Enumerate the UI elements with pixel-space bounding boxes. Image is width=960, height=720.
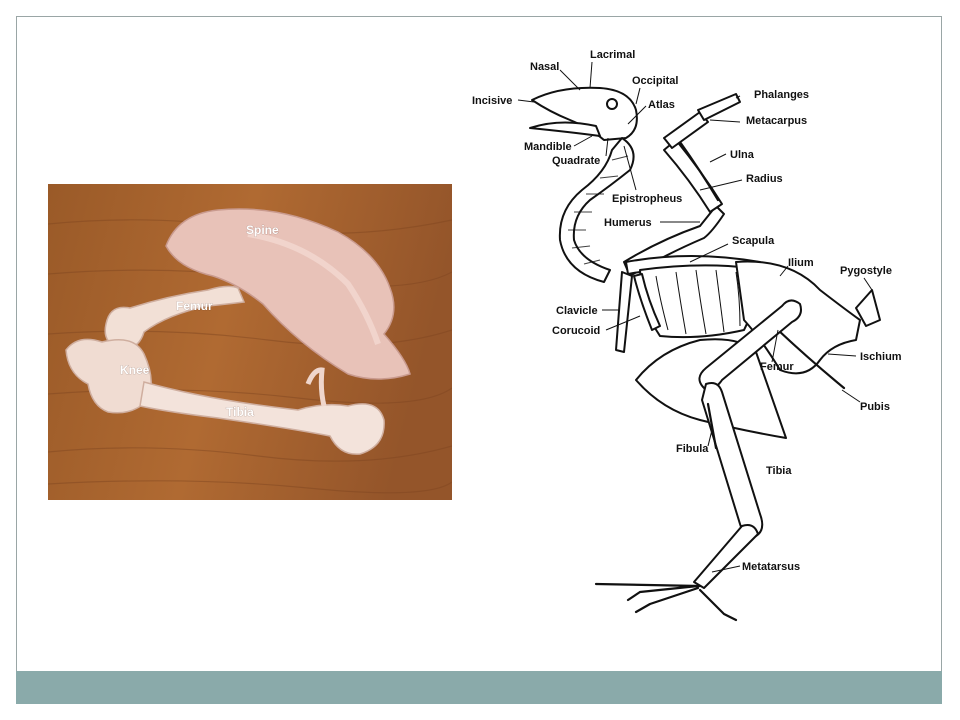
label-femur: Femur	[760, 361, 794, 373]
label-incisive: Incisive	[472, 95, 512, 107]
photo-label-femur: Femur	[176, 299, 213, 313]
metatarsus-bone	[693, 524, 759, 589]
femur-diagram-bone	[698, 299, 802, 390]
label-nasal: Nasal	[530, 61, 559, 73]
leader-lines	[517, 61, 873, 573]
label-occipital: Occipital	[632, 75, 678, 87]
photo-label-spine: Spine	[246, 223, 279, 237]
label-quadrate: Quadrate	[552, 155, 600, 167]
metacarpus-bone	[663, 111, 709, 149]
spine-bone	[165, 208, 411, 380]
label-ischium: Ischium	[860, 351, 902, 363]
label-phalanges: Phalanges	[754, 89, 809, 101]
label-pygostyle: Pygostyle	[840, 265, 892, 277]
tibia-bone	[139, 381, 385, 455]
photo-label-tibia: Tibia	[226, 405, 254, 419]
diagram-labels: Nasal Lacrimal Occipital Incisive Atlas …	[472, 49, 902, 573]
toes	[594, 582, 738, 622]
photo-illustration: Spine Femur Knee Tibia	[48, 184, 452, 500]
label-pubis: Pubis	[860, 401, 890, 413]
label-ulna: Ulna	[730, 149, 755, 161]
label-epistropheus: Epistropheus	[612, 193, 682, 205]
label-radius: Radius	[746, 173, 783, 185]
label-metatarsus: Metatarsus	[742, 561, 800, 573]
pubis-line	[776, 328, 846, 390]
phalanges-bones	[697, 93, 741, 121]
bird-skeleton-diagram: Nasal Lacrimal Occipital Incisive Atlas …	[472, 49, 902, 622]
label-clavicle: Clavicle	[556, 305, 598, 317]
label-humerus: Humerus	[604, 217, 652, 229]
fibula-line	[706, 402, 718, 450]
pygostyle-bone	[855, 289, 881, 327]
chicken-bones-photo: Spine Femur Knee Tibia	[48, 184, 452, 500]
label-atlas: Atlas	[648, 99, 675, 111]
label-lacrimal: Lacrimal	[590, 49, 635, 61]
skeleton-drawing	[529, 86, 881, 622]
photo-label-knee: Knee	[120, 363, 150, 377]
mandible-bone	[529, 121, 601, 137]
clavicle-bone	[615, 271, 633, 353]
label-corucoid: Corucoid	[552, 325, 600, 337]
footer-bar	[16, 671, 942, 704]
label-tibia: Tibia	[766, 465, 792, 477]
neck-vertebrae	[558, 137, 635, 283]
coracoid-bone	[633, 273, 661, 331]
label-fibula: Fibula	[676, 443, 709, 455]
label-metacarpus: Metacarpus	[746, 115, 807, 127]
label-ilium: Ilium	[788, 257, 814, 269]
label-scapula: Scapula	[732, 235, 775, 247]
label-mandible: Mandible	[524, 141, 572, 153]
